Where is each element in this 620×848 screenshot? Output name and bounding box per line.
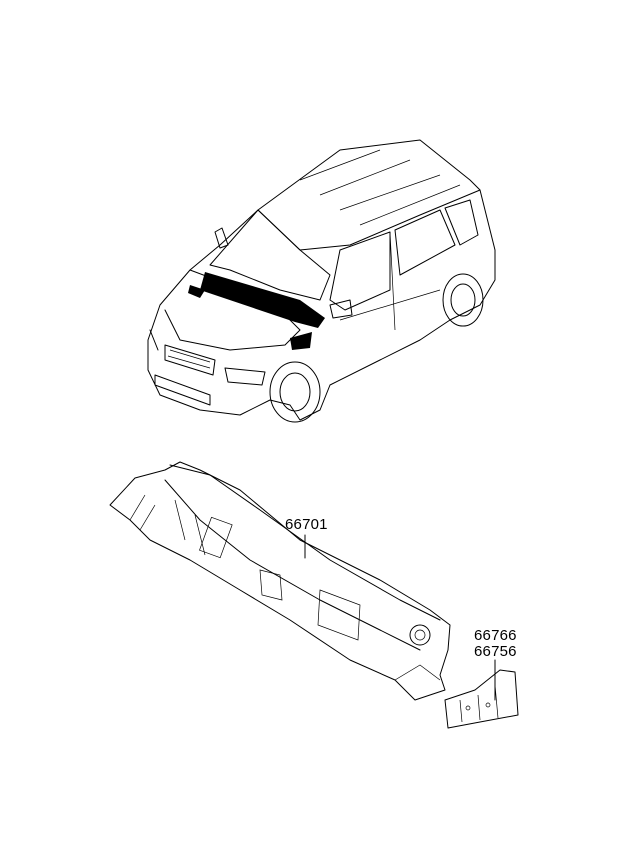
- part-label-66766: 66766: [474, 627, 517, 644]
- leader-lines: [304, 534, 496, 701]
- part-label-66756: 66756: [474, 643, 517, 660]
- bracket-66766-drawing: [444, 669, 519, 729]
- part-label-66701: 66701: [285, 516, 328, 533]
- cowl-panel-66701-drawing: [109, 461, 451, 701]
- vehicle-illustration: [147, 139, 496, 423]
